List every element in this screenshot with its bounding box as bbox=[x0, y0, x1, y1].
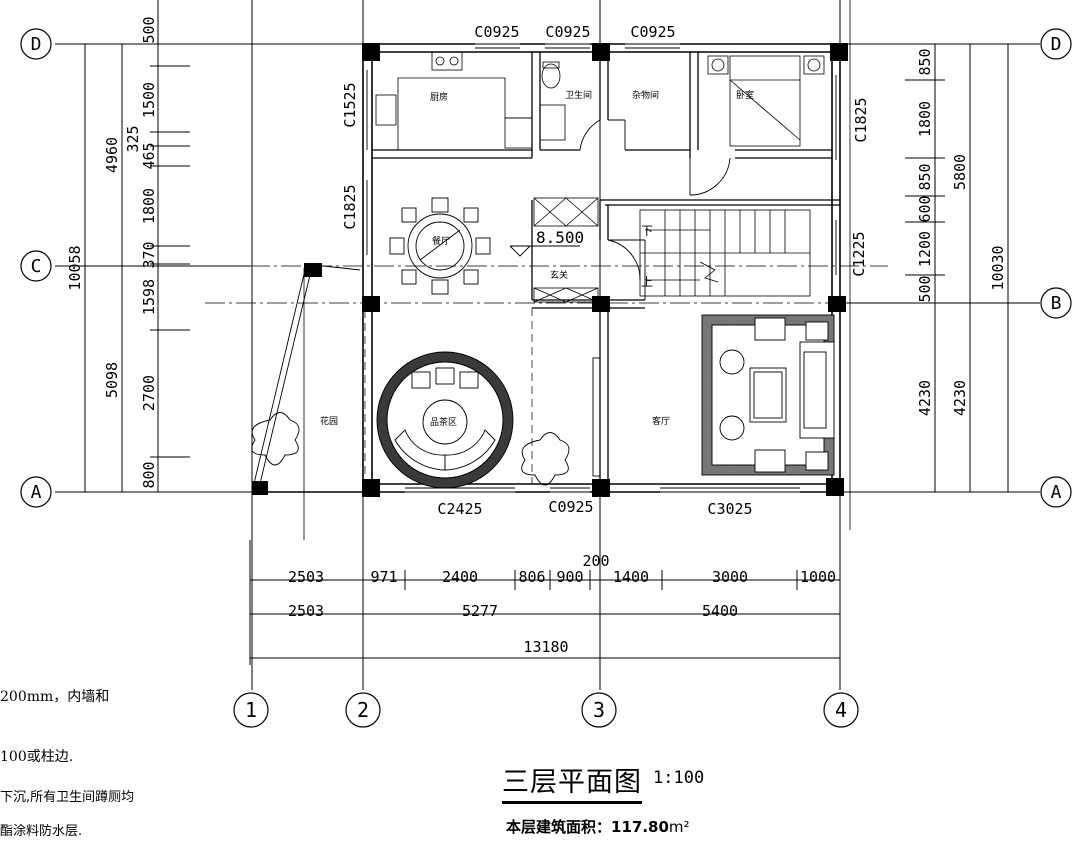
grid-label-a-left: A bbox=[31, 482, 42, 503]
room-foyer: 玄关 bbox=[550, 269, 568, 281]
stair-down: 下 bbox=[641, 224, 653, 238]
window-label-4: C1525 bbox=[341, 82, 359, 127]
grid-label-1: 1 bbox=[245, 698, 257, 722]
dim-r-4230a: 4230 bbox=[916, 380, 934, 416]
window-label-6: C1825 bbox=[852, 97, 870, 142]
dim-r-500: 500 bbox=[916, 275, 934, 302]
drawing-title: 三层平面图 bbox=[502, 760, 642, 804]
dim-b-200: 200 bbox=[582, 552, 609, 570]
floor-area-value: 117.80 bbox=[611, 818, 669, 836]
dim-b1-5: 1400 bbox=[613, 568, 649, 586]
window-label-7: C1225 bbox=[850, 231, 868, 276]
grid-label-a-right: A bbox=[1051, 482, 1062, 503]
window-label-1: C0925 bbox=[474, 23, 519, 41]
dim-r-4230b: 4230 bbox=[951, 380, 969, 416]
dim-r-10030: 10030 bbox=[989, 245, 1007, 290]
note-line-1: 200mm，内墙和 bbox=[0, 689, 110, 705]
grid-label-d-right: D bbox=[1051, 34, 1062, 55]
dim-b2-1: 5277 bbox=[462, 602, 498, 620]
room-garden: 花园 bbox=[320, 415, 338, 427]
window-label-5: C1825 bbox=[341, 184, 359, 229]
room-tea: 品茶区 bbox=[430, 416, 457, 428]
dim-1500: 1500 bbox=[140, 82, 158, 118]
window-label-3: C0925 bbox=[630, 23, 675, 41]
level-mark: 8.500 bbox=[536, 228, 584, 247]
stair-up: 上 bbox=[641, 275, 653, 289]
dim-b1-2: 2400 bbox=[442, 568, 478, 586]
dim-10058: 10058 bbox=[66, 245, 84, 290]
room-living: 客厅 bbox=[652, 415, 670, 427]
grid-label-3: 3 bbox=[593, 698, 605, 722]
dim-4960: 4960 bbox=[103, 137, 121, 173]
floor-area: 本层建筑面积：117.80m² bbox=[506, 816, 690, 837]
dim-1598: 1598 bbox=[140, 279, 158, 315]
dim-1800: 1800 bbox=[140, 188, 158, 224]
room-labels: 厨房 卫生间 杂物间 卧室 餐厅 玄关 花园 品茶区 客厅 下 上 8.500 bbox=[320, 89, 754, 428]
dim-b1-4: 900 bbox=[556, 568, 583, 586]
dim-r-850b: 850 bbox=[916, 163, 934, 190]
grid-label-d-left: D bbox=[31, 34, 42, 55]
grid-label-4: 4 bbox=[835, 698, 847, 722]
window-label-2: C0925 bbox=[545, 23, 590, 41]
window-label-8: C2425 bbox=[437, 500, 482, 518]
dim-5098: 5098 bbox=[103, 362, 121, 398]
right-dimensions: 850 1800 850 600 1200 500 4230 4230 5800… bbox=[916, 48, 1007, 416]
grid-bubble-d-left bbox=[20, 28, 52, 60]
dim-r-5800: 5800 bbox=[951, 154, 969, 190]
floor-area-label: 本层建筑面积： bbox=[506, 818, 612, 836]
note-line-4: 酯涂料防水层. bbox=[0, 824, 83, 839]
dim-500: 500 bbox=[140, 16, 158, 43]
window-label-9: C0925 bbox=[548, 498, 593, 516]
room-storage: 杂物间 bbox=[632, 89, 659, 101]
dim-b1-1: 971 bbox=[370, 568, 397, 586]
grid-label-c: C bbox=[31, 256, 42, 277]
dim-r-1800: 1800 bbox=[916, 101, 934, 137]
room-bath: 卫生间 bbox=[565, 89, 592, 101]
note-line-3: 下沉,所有卫生间蹲厕均 bbox=[0, 790, 135, 805]
window-label-10: C3025 bbox=[707, 500, 752, 518]
dim-r-1200: 1200 bbox=[916, 231, 934, 267]
dim-b2-2: 5400 bbox=[702, 602, 738, 620]
dim-370: 370 bbox=[140, 241, 158, 268]
room-bedroom: 卧室 bbox=[736, 89, 754, 101]
left-dimensions: 500 1500 325 465 1800 370 1598 2700 800 … bbox=[66, 16, 158, 488]
dim-b3-total: 13180 bbox=[523, 638, 568, 656]
dim-r-850a: 850 bbox=[916, 48, 934, 75]
dim-b1-0: 2503 bbox=[288, 568, 324, 586]
grid-bubbles: D C A D B A 1 2 3 4 bbox=[20, 28, 1072, 728]
dim-325: 325 bbox=[124, 125, 142, 152]
floor-area-unit: m² bbox=[668, 818, 690, 836]
dim-b1-6: 3000 bbox=[712, 568, 748, 586]
dim-2700: 2700 bbox=[140, 375, 158, 411]
grid-label-2: 2 bbox=[357, 698, 369, 722]
dim-r-600: 600 bbox=[916, 195, 934, 222]
dim-800: 800 bbox=[140, 461, 158, 488]
window-labels: C0925 C0925 C0925 C1525 C1825 C1825 C122… bbox=[341, 23, 870, 518]
note-line-2: 100或柱边. bbox=[0, 749, 74, 765]
bottom-dimensions: 2503 971 2400 806 900 1400 3000 1000 200… bbox=[288, 552, 836, 656]
room-dining: 餐厅 bbox=[432, 235, 450, 247]
grid-label-b: B bbox=[1051, 293, 1062, 314]
dim-b2-0: 2503 bbox=[288, 602, 324, 620]
dim-465: 465 bbox=[140, 142, 158, 169]
room-kitchen: 厨房 bbox=[430, 91, 448, 103]
dim-b1-3: 806 bbox=[518, 568, 545, 586]
drawing-scale: 1:100 bbox=[653, 768, 705, 788]
dim-b1-7: 1000 bbox=[800, 568, 836, 586]
